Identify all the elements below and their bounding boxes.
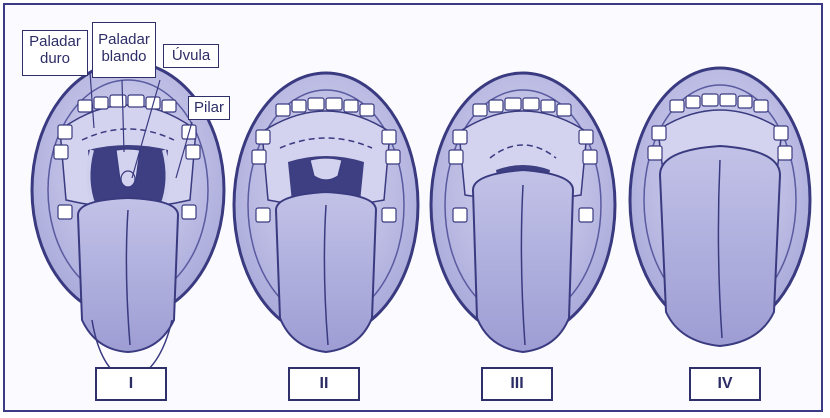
mouth-grade-3	[431, 73, 615, 352]
label-soft-palate: Paladar blando	[92, 22, 156, 78]
grade-label-4: IV	[717, 375, 732, 393]
label-hard-palate: Paladar duro	[22, 30, 88, 76]
label-soft-palate-line2: blando	[96, 48, 152, 65]
grade-label-2: II	[320, 375, 329, 393]
label-uvula: Úvula	[163, 44, 219, 68]
label-hard-palate-line1: Paladar	[26, 33, 84, 50]
grade-label-3: III	[510, 375, 523, 393]
grade-box-2: II	[288, 367, 360, 401]
label-hard-palate-line2: duro	[26, 50, 84, 67]
mouth-grade-4	[630, 68, 810, 346]
label-uvula-text: Úvula	[172, 47, 210, 64]
label-soft-palate-line1: Paladar	[96, 31, 152, 48]
grade-box-3: III	[481, 367, 553, 401]
mouth-grade-2	[234, 73, 418, 352]
label-pillar: Pilar	[188, 96, 230, 120]
grade-label-1: I	[129, 375, 133, 393]
grade-box-1: I	[95, 367, 167, 401]
label-pillar-text: Pilar	[194, 99, 224, 116]
grade-box-4: IV	[689, 367, 761, 401]
